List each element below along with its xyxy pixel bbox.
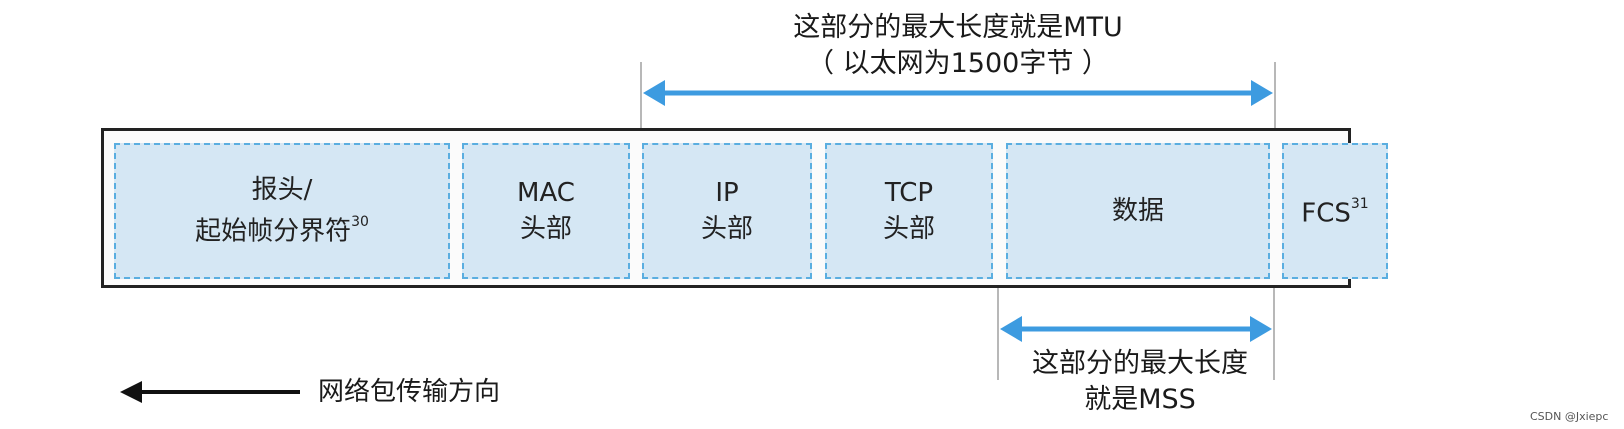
footnote-30: 30 xyxy=(351,214,369,231)
segment-mac-line2: 头部 xyxy=(519,214,572,244)
segment-fcs-label: FCS xyxy=(1301,198,1351,229)
mtu-caption: 这部分的最大长度就是MTU （ 以太网为1500字节 ） xyxy=(748,10,1168,82)
segment-preamble-line2: 起始帧分界符 xyxy=(195,216,352,247)
direction-arrow xyxy=(120,381,300,403)
segment-ip-line1: IP xyxy=(715,178,739,208)
mss-caption-line1: 这部分的最大长度 xyxy=(1032,348,1248,379)
mtu-caption-line2: （ 以太网为1500字节 ） xyxy=(807,48,1109,79)
mss-caption-line2: 就是MSS xyxy=(1084,384,1196,415)
segment-data: 数据 xyxy=(1006,143,1270,279)
segment-ip-line2: 头部 xyxy=(700,214,753,244)
segment-ip-header: IP 头部 xyxy=(642,143,812,279)
segment-preamble-sfd: 报头/ 起始帧分界符30 xyxy=(114,143,450,279)
mss-caption: 这部分的最大长度 就是MSS xyxy=(990,346,1290,418)
footnote-31: 31 xyxy=(1350,196,1369,213)
mtu-double-arrow xyxy=(643,80,1273,106)
segment-mac-line1: MAC xyxy=(517,178,575,208)
mtu-caption-line1: 这部分的最大长度就是MTU xyxy=(793,12,1123,43)
segment-tcp-line2: 头部 xyxy=(882,214,935,244)
segment-mac-header: MAC 头部 xyxy=(462,143,630,279)
segment-preamble-line1: 报头/ xyxy=(251,175,313,206)
watermark: CSDN @Jxiepc xyxy=(1530,410,1609,423)
direction-label: 网络包传输方向 xyxy=(318,377,501,407)
segment-data-label: 数据 xyxy=(1111,196,1164,226)
segment-tcp-line1: TCP xyxy=(884,178,934,208)
segment-fcs: FCS31 xyxy=(1282,143,1388,279)
segment-tcp-header: TCP 头部 xyxy=(825,143,993,279)
mss-double-arrow xyxy=(1000,316,1272,342)
